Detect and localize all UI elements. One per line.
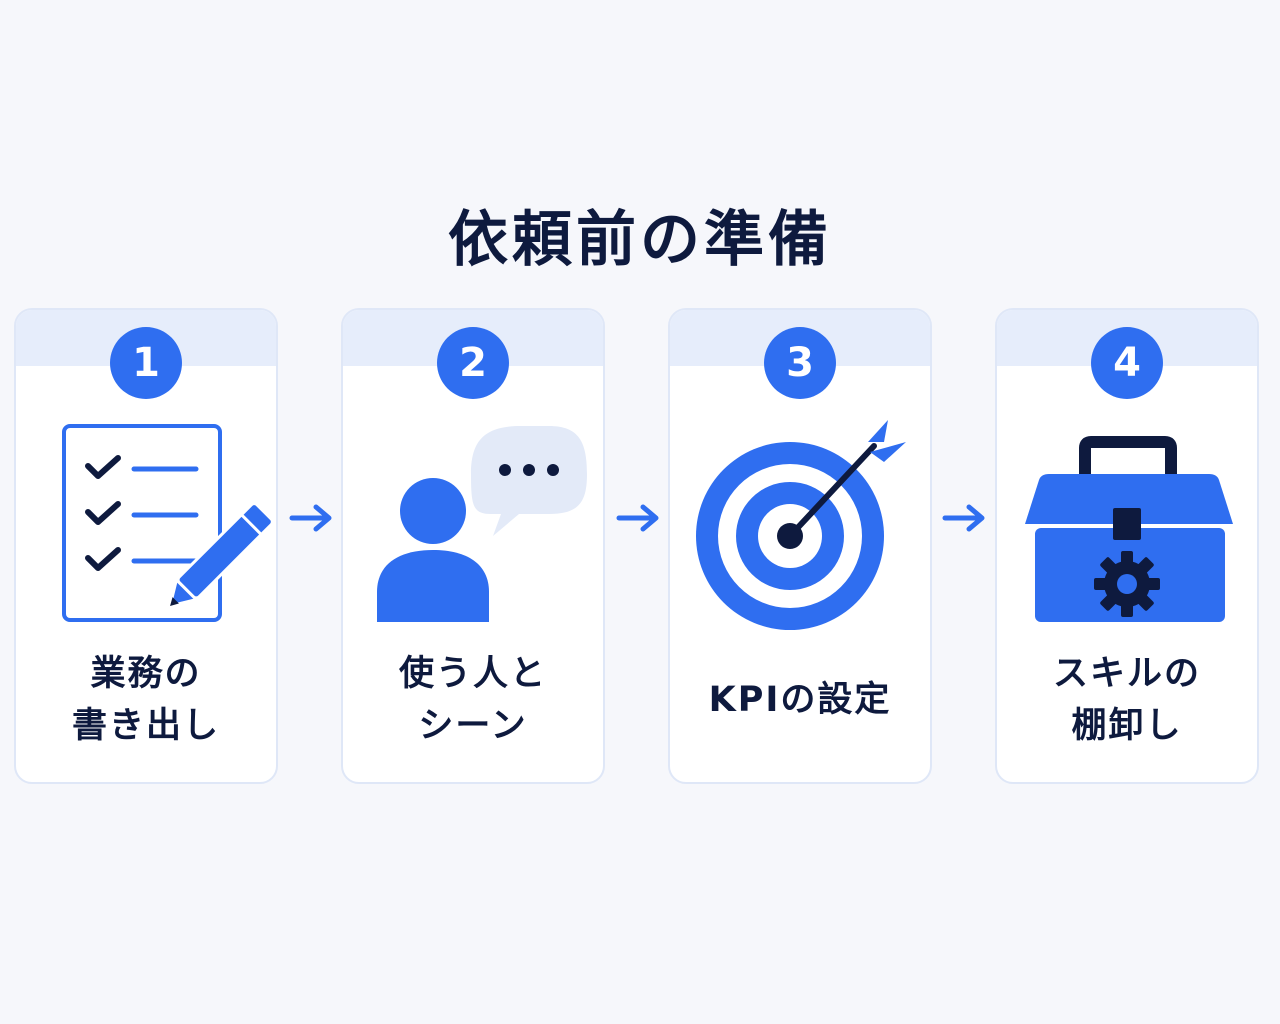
step-number-badge: 3 [764, 327, 836, 399]
step-label: 業務の 書き出し [26, 650, 266, 750]
step-number-badge: 4 [1091, 327, 1163, 399]
page-title: 依頼前の準備 [448, 205, 832, 276]
step-number-badge: 1 [110, 327, 182, 399]
arrow-right-icon [289, 504, 332, 532]
toolbox-gear-icon [997, 414, 1257, 634]
step-label: 使う人と シーン [353, 650, 593, 750]
step-number-badge: 2 [437, 327, 509, 399]
arrow-right-icon [942, 504, 985, 532]
step-label-line: スキルの [1052, 654, 1201, 694]
step-card-2: 2 使う人と シーン [341, 308, 605, 784]
checklist-pencil-icon [16, 414, 276, 634]
step-label: KPIの設定 [680, 650, 920, 750]
person-speech-bubble-icon [343, 414, 603, 634]
arrow-right-icon [616, 504, 659, 532]
step-label-line: シーン [418, 706, 528, 746]
step-card-3: 3 KPIの設定 [668, 308, 932, 784]
step-label-line: 業務の [90, 654, 202, 694]
step-label: スキルの 棚卸し [1007, 650, 1247, 750]
step-label-line: KPIの設定 [708, 680, 892, 720]
step-card-1: 1 業務の 書き出し [14, 308, 278, 784]
step-label-line: 棚卸し [1071, 706, 1183, 746]
step-label-line: 使う人と [398, 654, 547, 694]
step-label-line: 書き出し [71, 706, 220, 746]
step-card-4: 4 スキルの 棚卸し [995, 308, 1259, 784]
target-arrow-icon [670, 414, 930, 634]
